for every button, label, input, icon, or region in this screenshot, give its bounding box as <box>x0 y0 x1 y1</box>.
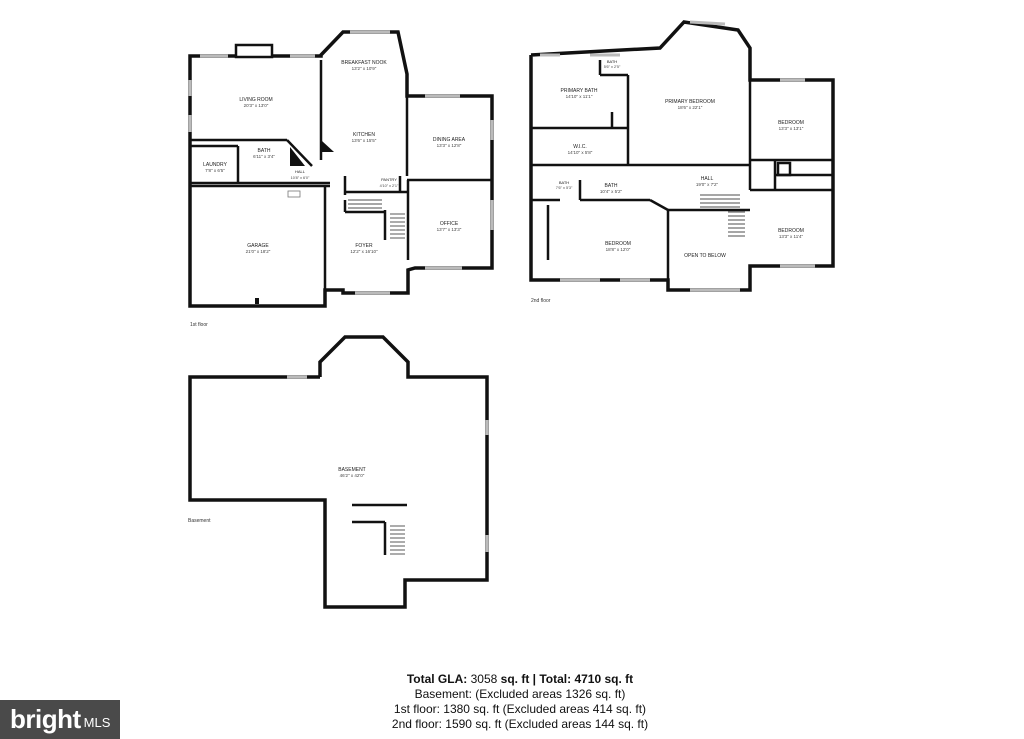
room-dims-primary-bath: 14'10" x 11'1" <box>566 94 593 99</box>
room-dims-bath-small: 5'6" x 2'5" <box>604 65 621 69</box>
second-floor-plan: BATH 5'6" x 2'5" PRIMARY BATH 14'10" x 1… <box>529 20 835 304</box>
room-label-office: OFFICE <box>440 221 459 227</box>
basement-outer-wall <box>188 335 489 609</box>
room-dims-bedroom-se: 13'3" x 11'4" <box>779 234 804 239</box>
room-label-basement: BASEMENT <box>338 467 366 473</box>
room-dims-hall-2: 19'0" x 7'2" <box>696 182 719 187</box>
floor-label-second: 2nd floor <box>531 298 551 304</box>
second-floor-area-line: 2nd floor: 1590 sq. ft (Excluded areas 1… <box>391 717 649 731</box>
room-dims-bedroom-ne: 13'3" x 13'1" <box>779 126 804 131</box>
room-label-kitchen: KITCHEN <box>353 132 375 138</box>
room-dims-primary-bedroom: 18'6" x 22'1" <box>678 105 703 110</box>
room-dims-laundry: 7'8" x 6'5" <box>205 168 225 173</box>
room-label-bedroom-sw: BEDROOM <box>605 241 631 247</box>
room-label-open-below: OPEN TO BELOW <box>684 253 726 259</box>
room-dims-pantry: 4'10" x 2'1" <box>380 184 399 188</box>
room-label-foyer: FOYER <box>355 243 373 249</box>
total-gla-line: Total GLA: 3058 sq. ft | Total: 4710 sq.… <box>310 672 730 687</box>
room-label-bedroom-se: BEDROOM <box>778 228 804 234</box>
basement-area-line: Basement: (Excluded areas 1326 sq. ft) <box>414 687 626 701</box>
area-summary: Total GLA: 3058 sq. ft | Total: 4710 sq.… <box>310 672 730 732</box>
room-label-primary-bath: PRIMARY BATH <box>561 88 598 94</box>
room-label-garage: GARAGE <box>247 243 269 249</box>
room-dims-foyer: 12'2" x 16'10" <box>350 249 378 254</box>
fireplace <box>234 43 274 59</box>
total-gla-value: 3058 <box>470 672 498 686</box>
room-dims-bath-2: 7'6" x 5'3" <box>556 186 573 190</box>
room-label-pantry: PANTRY <box>381 177 397 182</box>
room-label-bath: BATH <box>258 148 271 154</box>
floor-label-basement: Basement <box>188 518 211 524</box>
logo-text: bright <box>10 704 81 734</box>
logo-suffix: MLS <box>83 715 111 730</box>
total-gla-prefix: Total GLA: <box>406 672 468 686</box>
room-dims-bath: 6'11" x 3'4" <box>253 154 275 159</box>
room-label-laundry: LAUNDRY <box>203 162 227 168</box>
room-label-bath-2: BATH <box>559 180 569 185</box>
basement-plan: BASEMENT 46'2" x 42'0" Basement <box>188 335 489 609</box>
total-gla-rest: sq. ft | Total: 4710 sq. ft <box>500 672 634 686</box>
room-label-hall-2: HALL <box>701 176 714 182</box>
room-dims-garage: 21'0" x 18'2" <box>246 249 271 254</box>
room-label-bath-3: BATH <box>605 183 618 189</box>
room-dims-dining-area: 13'3" x 12'8" <box>437 143 462 148</box>
first-floor-plan: BREAKFAST NOOK 13'2" x 10'9" LIVING ROOM… <box>188 30 494 328</box>
room-label-wic: W.I.C. <box>573 144 587 150</box>
first-floor-area-line: 1st floor: 1380 sq. ft (Excluded areas 4… <box>393 702 647 716</box>
room-dims-breakfast-nook: 13'2" x 10'9" <box>352 66 377 71</box>
room-dims-bath-3: 10'4" x 5'2" <box>600 189 623 194</box>
room-label-dining-area: DINING AREA <box>433 137 466 143</box>
second-floor-outer-wall <box>529 20 835 292</box>
room-label-breakfast-nook: BREAKFAST NOOK <box>341 60 387 66</box>
room-dims-living-room: 20'3" x 13'0" <box>244 103 269 108</box>
room-dims-hall: 10'8" x 6'0" <box>291 176 310 180</box>
room-label-primary-bedroom: PRIMARY BEDROOM <box>665 99 715 105</box>
room-label-hall: HALL <box>295 169 306 174</box>
room-dims-wic: 14'10" x 5'8" <box>568 150 593 155</box>
room-dims-bedroom-sw: 18'8" x 12'0" <box>606 247 631 252</box>
room-dims-kitchen: 13'6" x 15'5" <box>352 138 377 143</box>
floor-plan-drawing: BREAKFAST NOOK 13'2" x 10'9" LIVING ROOM… <box>188 20 835 609</box>
room-label-bedroom-ne: BEDROOM <box>778 120 804 126</box>
first-floor-outer-wall <box>188 30 494 308</box>
floor-label-first: 1st floor <box>190 322 208 328</box>
room-label-living-room: LIVING ROOM <box>239 97 272 103</box>
room-dims-office: 13'7" x 13'3" <box>437 227 462 232</box>
bright-mls-logo: bright MLS <box>0 700 120 739</box>
room-label-bath-small: BATH <box>607 59 617 64</box>
room-dims-basement: 46'2" x 42'0" <box>340 473 365 478</box>
